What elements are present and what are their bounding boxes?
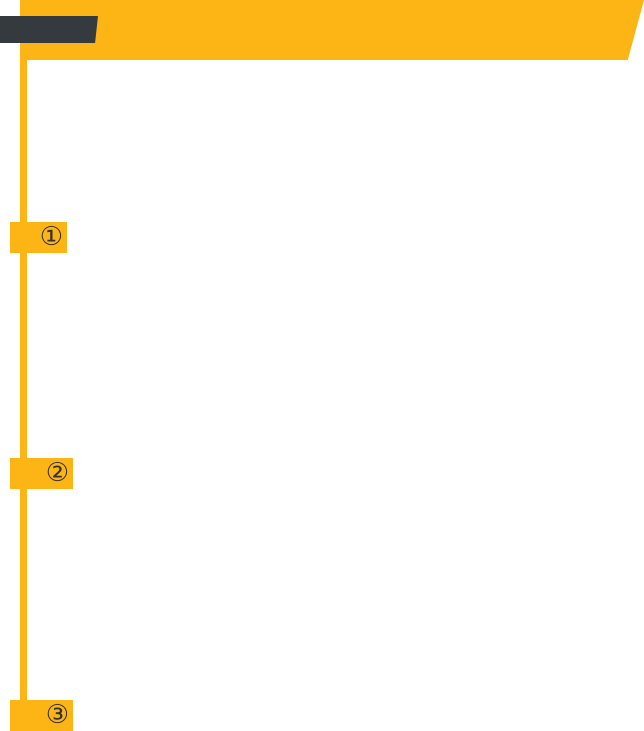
header-banner [20,0,644,60]
step-badge-3: ③ [10,700,73,731]
step-badge-1: ① [10,222,67,253]
timeline-line [20,0,27,731]
header-dark-tab [0,16,98,43]
step-badge-2: ② [10,458,73,489]
